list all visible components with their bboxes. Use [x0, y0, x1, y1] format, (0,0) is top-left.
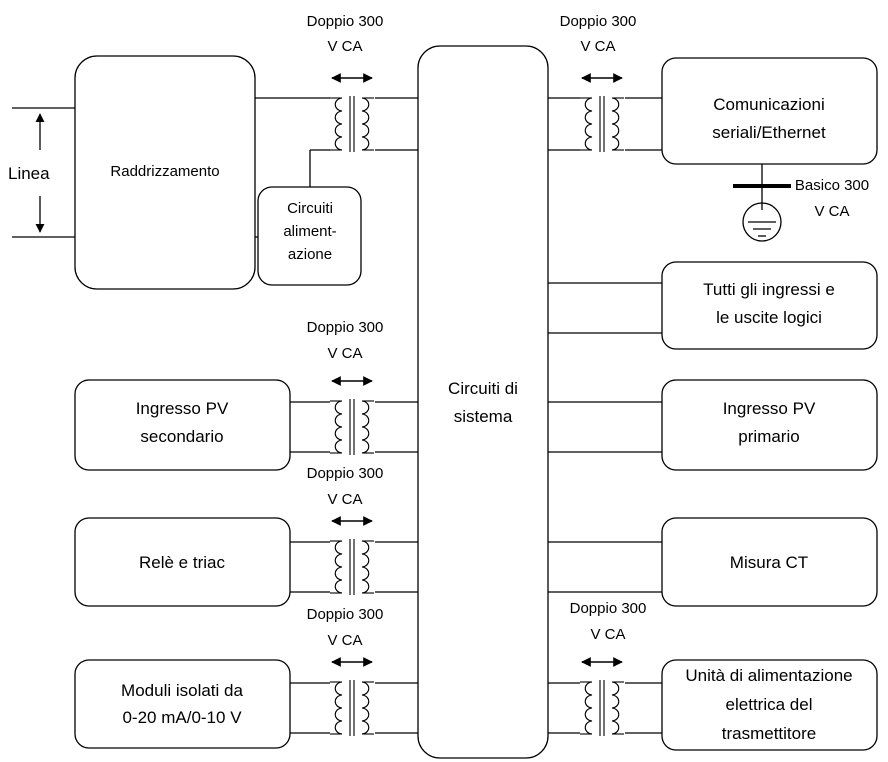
system-circuits-label: sistema — [454, 407, 513, 426]
isolation-label: V CA — [327, 345, 362, 362]
line-label: Linea — [8, 164, 50, 183]
power-circuits-block: Circuiti aliment- azione — [257, 186, 362, 286]
rectifier-label: Raddrizzamento — [110, 163, 219, 180]
basic-isolation-label: Basico 300 — [795, 177, 869, 194]
communications-block: Comunicazioni seriali/Ethernet — [661, 57, 878, 165]
secondary-pv-input-block: Ingresso PV secondario — [74, 379, 291, 471]
rectifier-block: Raddrizzamento — [74, 55, 256, 290]
block-label: le uscite logici — [716, 308, 822, 327]
isolation-label: V CA — [327, 491, 362, 508]
block-label: elettrica del — [726, 695, 813, 714]
block-label: Ingresso PV — [723, 399, 816, 418]
transformer-icon — [330, 657, 374, 736]
transformer-icon — [330, 73, 374, 152]
transmitter-psu-block: Unità di alimentazione elettrica del tra… — [661, 659, 878, 751]
isolation-label: Doppio 300 — [307, 319, 384, 336]
isolation-label: Doppio 300 — [307, 606, 384, 623]
isolation-label: Doppio 300 — [307, 465, 384, 482]
block-label: Unità di alimentazione — [685, 666, 852, 685]
left-wiring — [290, 401, 418, 734]
primary-pv-input-block: Ingresso PV primario — [661, 379, 878, 471]
isolation-label: V CA — [327, 632, 362, 649]
ct-measurement-block: Misura CT — [661, 517, 878, 607]
isolation-label: V CA — [590, 626, 625, 643]
block-label: seriali/Ethernet — [712, 123, 826, 142]
right-wiring — [548, 97, 662, 734]
power-circuits-label: aliment- — [283, 223, 336, 240]
block-label: Tutti gli ingressi e — [703, 280, 835, 299]
transformer-icon — [330, 516, 374, 595]
basic-isolation-label: V CA — [814, 203, 849, 220]
isolation-label: Doppio 300 — [570, 600, 647, 617]
isolation-label: V CA — [580, 38, 615, 55]
system-circuits-block: Circuiti di sistema — [417, 45, 549, 759]
block-label: Comunicazioni — [713, 95, 825, 114]
block-label: secondario — [140, 427, 223, 446]
block-label: Moduli isolati da — [121, 681, 243, 700]
transformer-icon — [330, 376, 374, 455]
block-label: trasmettitore — [722, 724, 816, 743]
logic-io-block: Tutti gli ingressi e le uscite logici — [661, 261, 878, 350]
relay-triac-block: Relè e triac — [74, 517, 291, 607]
block-label: primario — [738, 427, 799, 446]
ground-icon — [733, 164, 791, 242]
block-label: 0-20 mA/0-10 V — [122, 708, 242, 727]
isolation-label: Doppio 300 — [307, 13, 384, 30]
transformers — [330, 73, 624, 736]
left-blocks: Ingresso PV secondario Relè e triac Modu… — [74, 379, 291, 749]
line-input: Linea — [8, 107, 75, 238]
block-label: Relè e triac — [139, 553, 225, 572]
transformer-icon — [580, 73, 624, 152]
isolation-label: V CA — [327, 38, 362, 55]
system-circuits-label: Circuiti di — [448, 379, 518, 398]
power-circuits-label: Circuiti — [287, 200, 333, 217]
isolated-modules-block: Moduli isolati da 0-20 mA/0-10 V — [74, 659, 291, 749]
block-label: Ingresso PV — [136, 399, 229, 418]
power-wiring — [255, 97, 418, 238]
right-blocks: Comunicazioni seriali/Ethernet Tutti gli… — [661, 57, 878, 751]
double-isolation-labels: Doppio 300 V CA Doppio 300 V CA Doppio 3… — [307, 13, 647, 649]
isolation-label: Doppio 300 — [560, 13, 637, 30]
transformer-icon — [580, 657, 624, 736]
power-circuits-label: azione — [288, 246, 332, 263]
block-label: Misura CT — [730, 553, 808, 572]
